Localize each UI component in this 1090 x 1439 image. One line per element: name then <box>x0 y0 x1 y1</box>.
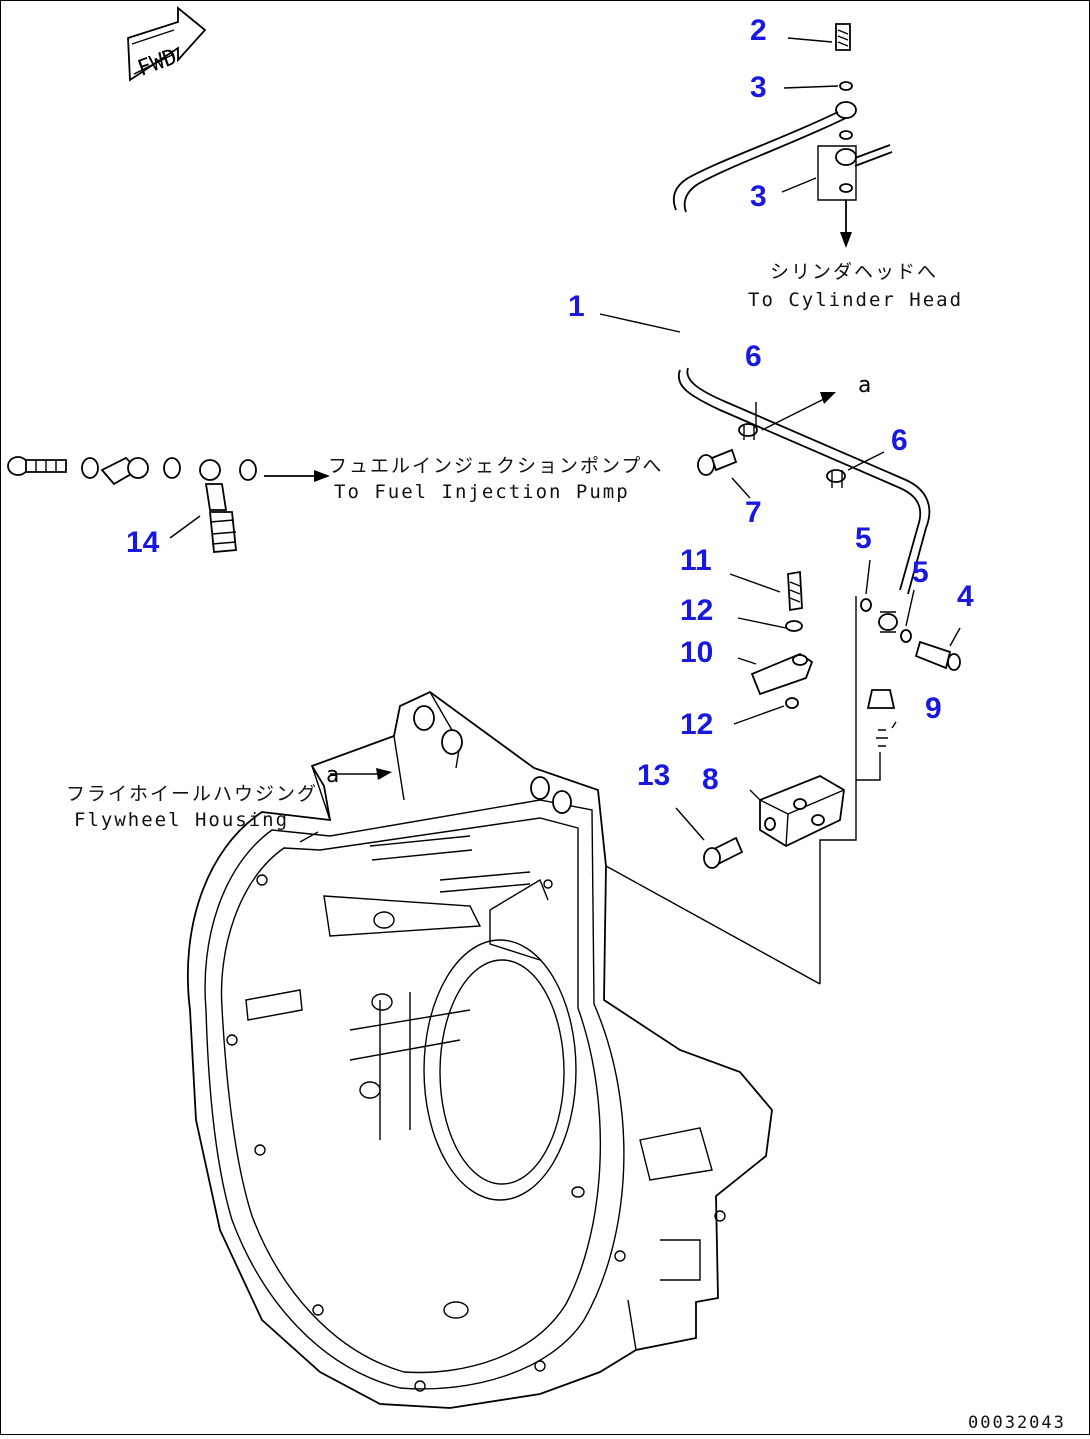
callout-6: 6 <box>891 424 908 457</box>
drawing-number: 00032043 <box>968 1413 1066 1433</box>
part-13-bolt <box>675 807 744 869</box>
view-arrow-a-label: a <box>858 373 871 398</box>
callout-7: 7 <box>745 496 762 529</box>
callout-1: 1 <box>568 290 585 323</box>
callout-6: 6 <box>745 340 762 373</box>
callout-9: 9 <box>925 692 942 725</box>
callout-11: 11 <box>680 544 712 577</box>
callout-5: 5 <box>855 522 872 555</box>
part-4-5-fittings <box>860 559 961 671</box>
callout-13: 13 <box>637 759 670 792</box>
callout-12: 12 <box>680 594 713 627</box>
callout-2: 2 <box>750 14 767 47</box>
view-a-label: a <box>326 763 339 788</box>
flywheel-label-jp: フライホイールハウジング <box>66 783 318 805</box>
flywheel-housing: a <box>186 690 821 1409</box>
oil-tube: a <box>599 313 931 633</box>
cylinder-head-label-jp: シリンダヘッドへ <box>770 261 938 283</box>
callout-12: 12 <box>680 708 713 741</box>
part-10-11-12-bracket <box>729 570 814 725</box>
part-7-bolt <box>697 448 751 499</box>
part-8-9-block <box>749 596 897 984</box>
callout-3: 3 <box>750 180 767 213</box>
flywheel-label-en: Flywheel Housing <box>74 809 289 831</box>
callout-14: 14 <box>126 526 160 559</box>
fwd-label: FWD <box>134 45 180 82</box>
fuel-pump-label-jp: フュエルインジェクションポンプへ <box>328 455 663 477</box>
callout-10: 10 <box>680 636 713 669</box>
fuel-pump-connection <box>7 456 330 553</box>
callout-3: 3 <box>750 71 767 104</box>
cylinder-head-label-en: To Cylinder Head <box>748 289 963 311</box>
fwd-direction-marker: FWD <box>127 6 207 82</box>
callout-5: 5 <box>912 556 929 589</box>
callout-8: 8 <box>702 763 719 796</box>
cylinder-head-connection <box>672 23 893 248</box>
fuel-pump-label-en: To Fuel Injection Pump <box>334 481 630 503</box>
callout-4: 4 <box>957 580 974 613</box>
